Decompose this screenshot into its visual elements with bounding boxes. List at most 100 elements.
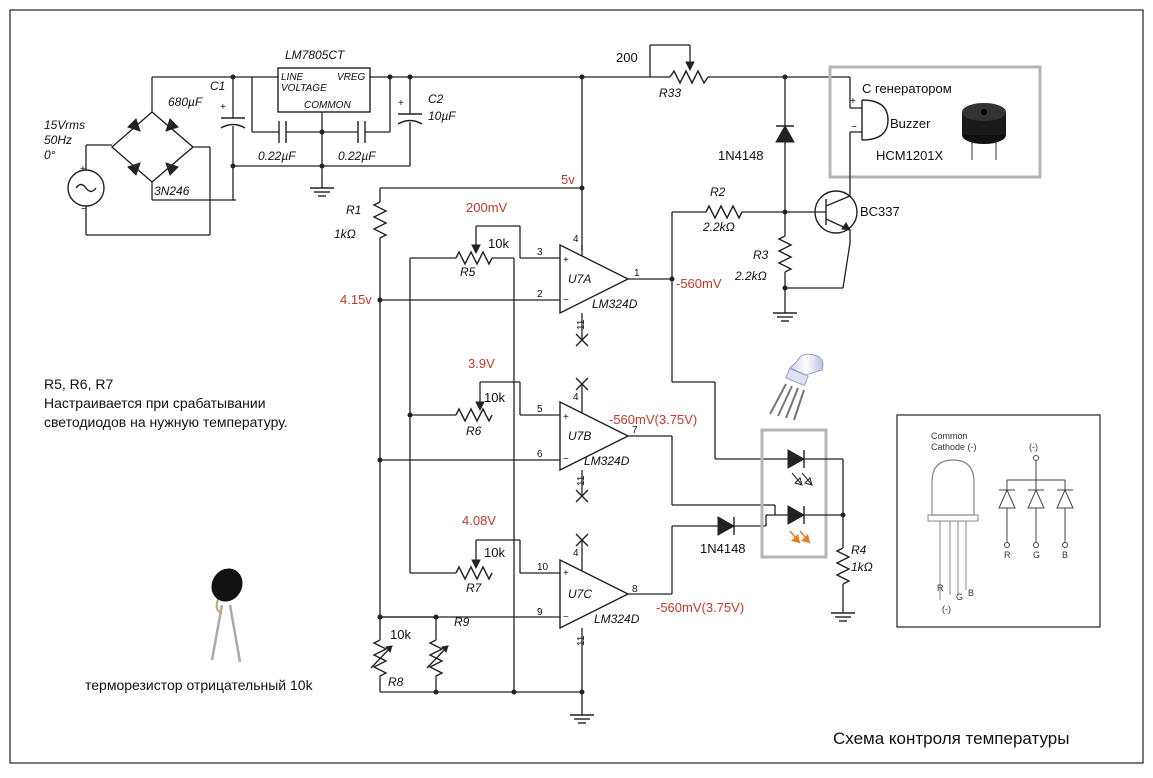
u7b-part: LM324D: [584, 454, 630, 468]
r7-value: 10k: [484, 545, 505, 560]
diode-1n4148-top: [775, 77, 795, 212]
rgb-minus-top: (-): [1029, 442, 1038, 452]
v-4-15-label: 4.15v: [340, 292, 372, 307]
ground-led: [831, 612, 855, 622]
source-freq-label: 50Hz: [44, 133, 72, 147]
r1-name: R1: [346, 203, 361, 217]
r6-name: R6: [466, 424, 482, 438]
buzzer-title: С генератором: [862, 81, 952, 96]
u7a-pin-g: 11: [576, 319, 587, 330]
r33-value: 200: [616, 50, 638, 65]
r8-name: R8: [388, 675, 404, 689]
c1-name: C1: [210, 79, 225, 93]
u7c-pin-out: 8: [632, 584, 638, 595]
c1-value: 680µF: [168, 95, 203, 109]
r7-name: R7: [466, 581, 483, 595]
rgb-led-outline: [927, 459, 979, 600]
d-top-label: 1N4148: [718, 148, 764, 163]
svg-text:+: +: [563, 255, 569, 266]
note-line-1: R5, R6, R7: [44, 376, 113, 392]
r5-name: R5: [460, 265, 476, 279]
note-line-3: светодиодов на нужную температуру.: [44, 414, 288, 430]
rgb-pin-r: R: [937, 583, 944, 593]
svg-text:−: −: [563, 454, 569, 465]
rgb-cathode: Cathode (-): [931, 442, 977, 452]
r8-value: 10k: [390, 627, 411, 642]
rgb-pin-g: G: [956, 592, 963, 602]
bridge-label: 3N246: [154, 184, 190, 198]
thermistor-caption: терморезистор отрицательный 10k: [85, 677, 314, 693]
buzzer-photo: [962, 103, 1006, 160]
rgb-pin-minus: (-): [942, 604, 951, 614]
diode-1n4148-led: [717, 516, 736, 536]
reg-name: LM7805CT: [285, 48, 346, 62]
led-frame: [760, 428, 828, 559]
rail-5v-label: 5v: [561, 172, 575, 187]
rgb-diagram-frame: [896, 414, 1101, 628]
u7c-pin-v: 4: [573, 548, 579, 559]
rgb-common: Common: [931, 431, 968, 441]
led-bottom: [787, 505, 811, 544]
voltage-regulator: [277, 67, 582, 188]
rgb-label-r: R: [1004, 550, 1011, 560]
source-phase-label: 0°: [44, 148, 56, 162]
transistor-bc337: [814, 190, 858, 289]
v-3-9-label: 3.9V: [468, 356, 495, 371]
note-line-2: Настраивается при срабатывании: [44, 395, 266, 411]
rgb-label-g: G: [1033, 550, 1040, 560]
u7a-name: U7A: [568, 272, 591, 286]
buzzer-model: HCM1201X: [876, 148, 944, 163]
q1-label: BC337: [860, 204, 900, 219]
u7b-pin-minus: 6: [537, 449, 543, 460]
r2-name: R2: [710, 185, 726, 199]
reg-voltage: VOLTAGE: [281, 83, 327, 94]
capacitor-c1: +: [220, 77, 246, 200]
svg-text:−: −: [563, 612, 569, 623]
resistor-r4: [835, 547, 851, 585]
u7b-name: U7B: [568, 429, 591, 443]
v-200mv-label: 200mV: [466, 200, 508, 215]
u7c-part: LM324D: [594, 612, 640, 626]
thermistor-photo: [210, 568, 243, 663]
v-neg560-c-label: -560mV(3.75V): [656, 600, 744, 615]
potentiometer-r9: [426, 639, 449, 677]
u7c-pin-plus: 10: [537, 562, 549, 573]
potentiometer-r6: [455, 381, 520, 423]
svg-text:−: −: [851, 122, 857, 133]
svg-text:−: −: [563, 295, 569, 306]
ground-transistor: [773, 312, 797, 322]
potentiometer-r7: [455, 539, 520, 581]
u7c-pin-g: 11: [576, 635, 587, 646]
capacitor-input-022: [251, 77, 322, 143]
ground-supply: [310, 187, 334, 197]
r4-value: 1kΩ: [851, 560, 873, 574]
svg-text:+: +: [398, 98, 404, 109]
u7b-pin-g: 11: [576, 475, 587, 486]
r2-value: 2.2kΩ: [702, 220, 735, 234]
source-rms-label: 15Vrms: [44, 118, 85, 132]
v-neg560-b-label: -560mV(3.75V): [609, 412, 697, 427]
reg-common: COMMON: [304, 100, 351, 111]
u7b-pin-out: 7: [632, 425, 638, 436]
r6-value: 10k: [484, 390, 505, 405]
svg-text:+: +: [80, 164, 86, 175]
resistor-r1: [372, 201, 388, 239]
svg-text:+: +: [850, 96, 856, 107]
capacitor-c2: +: [397, 77, 423, 166]
u7a-pin-minus: 2: [537, 289, 543, 300]
page-frame: [9, 9, 1144, 764]
svg-text:+: +: [563, 568, 569, 579]
potentiometer-r8: [370, 639, 393, 677]
r33-name: R33: [659, 86, 681, 100]
potentiometer-r5: [455, 225, 520, 266]
c2-name: C2: [428, 92, 444, 106]
v-4-08-label: 4.08V: [462, 513, 496, 528]
cap-a-value: 0.22µF: [258, 149, 296, 163]
u7a-pin-out: 1: [634, 268, 640, 279]
rgb-pin-b: B: [968, 588, 974, 598]
opamp-u7c: + −: [559, 533, 630, 715]
buzzer-frame: [828, 65, 1042, 179]
resistor-r3: [777, 235, 793, 273]
svg-text:−: −: [81, 204, 87, 215]
r5-value: 10k: [488, 236, 509, 251]
